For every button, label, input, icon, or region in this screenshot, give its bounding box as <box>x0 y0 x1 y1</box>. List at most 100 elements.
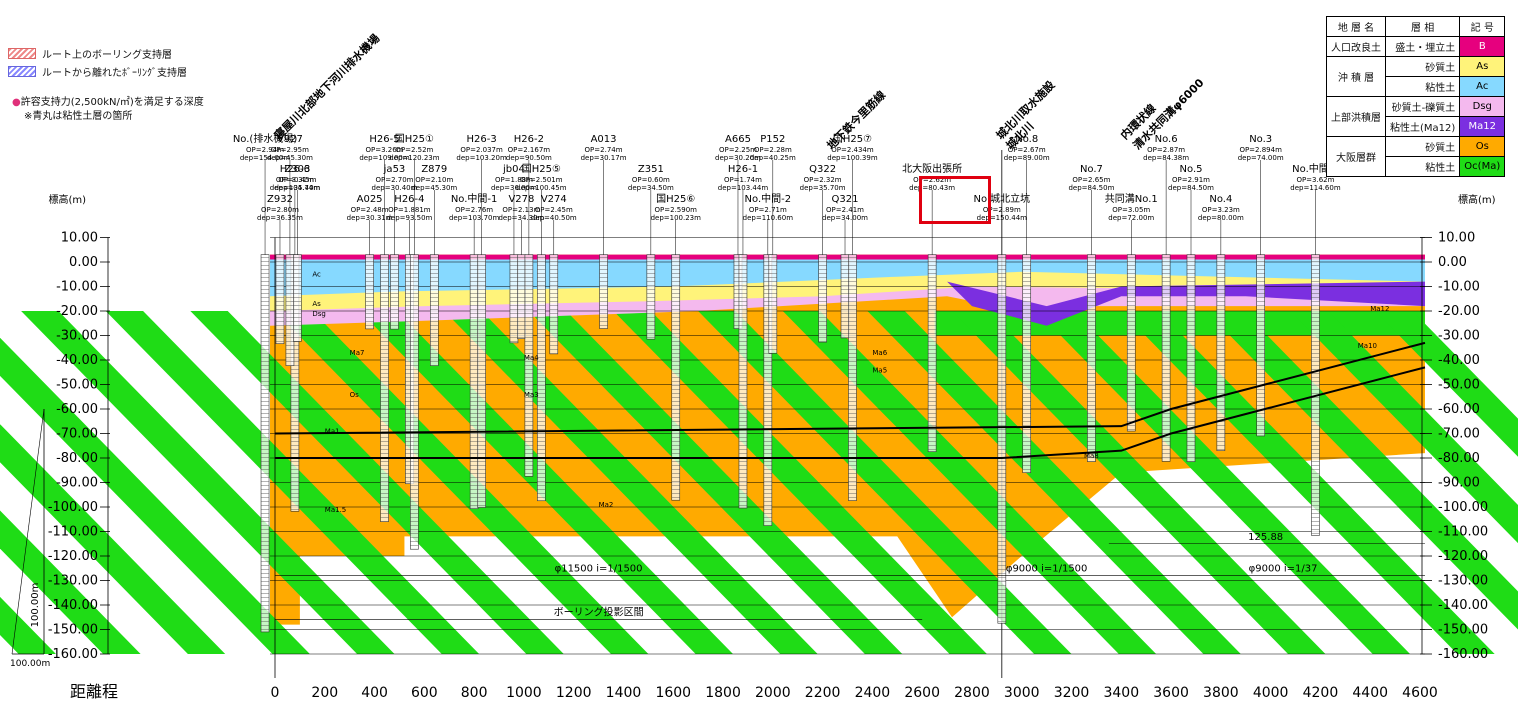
borehole-name: H26-3 <box>466 134 496 145</box>
legend-code: Dsg <box>1459 96 1506 117</box>
borehole-dep: dep=30.20m <box>715 154 761 162</box>
borehole-dep: dep=120.23m <box>389 154 440 162</box>
borehole-name: H26-5 <box>369 134 399 145</box>
y-tick-label-right: -70.00 <box>1438 427 1480 442</box>
legend-header: 層 相 <box>1384 16 1461 37</box>
scale-h-label: 100.00m <box>10 659 50 669</box>
legend-facies: 粘性土 <box>1384 156 1461 177</box>
borehole-op: OP=2.434m <box>831 146 874 154</box>
y-tick-label-left: -130.00 <box>48 574 98 589</box>
borehole-name: V927 <box>277 134 303 145</box>
borehole-dep: dep=35.40m <box>274 184 320 192</box>
borehole-name: jb04 <box>502 164 525 175</box>
borehole-name: 国H25⑤ <box>522 163 561 175</box>
borehole-op: OP=1.88m <box>495 176 533 184</box>
borehole-op: OP=1.881m <box>388 206 431 214</box>
borehole-dep: dep=104.74m <box>270 184 321 192</box>
borehole-op: OP=2.13m <box>502 206 540 214</box>
legend-facies: 盛土・埋立土 <box>1384 36 1461 57</box>
borehole-op: OP=2.87m <box>1147 146 1185 154</box>
y-axis-title-right: 標高(m) <box>1458 193 1496 206</box>
legend-label: ルートから離れたﾎﾞｰﾘﾝｸﾞ支持層 <box>42 67 187 79</box>
borehole-dep: dep=150.44m <box>977 214 1028 222</box>
note-line1: 許容支持力(2,500kN/㎡)を満足する深度 <box>20 97 204 108</box>
stratum-label: Ma3 <box>524 391 539 399</box>
x-tick-label: 2400 <box>855 685 891 701</box>
borehole-dep: dep=84.38m <box>1143 154 1189 162</box>
borehole-name: No.中間-2 <box>745 192 792 205</box>
x-tick-label: 400 <box>361 685 388 701</box>
note-line2: ※青丸は粘性土層の箇所 <box>24 111 133 122</box>
y-tick-label-left: -110.00 <box>48 525 98 540</box>
tunnel-seg3: φ9000 i=1/37 <box>1249 564 1318 575</box>
borehole-name: No.中間-1 <box>451 192 498 205</box>
x-tick-label: 0 <box>271 685 280 701</box>
borehole-op: OP=2.10m <box>415 176 453 184</box>
scale-v-label: 100.00m <box>30 583 41 628</box>
legend-code: B <box>1459 36 1506 57</box>
borehole-dep: dep=45.30m <box>267 154 313 162</box>
x-tick-label: 1600 <box>655 685 691 701</box>
borehole-op: OP=2.590m <box>655 206 698 214</box>
y-tick-label-right: -150.00 <box>1438 623 1488 638</box>
legend-code: Ac <box>1459 76 1506 97</box>
landmark-label: 寝屋川北部地下河川排水機場 <box>271 31 382 142</box>
clay-band <box>0 424 226 654</box>
x-tick-label: 3000 <box>1004 685 1040 701</box>
y-tick-label-right: 10.00 <box>1438 231 1475 246</box>
highlight-box <box>919 176 991 224</box>
borehole-op: OP=2.52m <box>395 146 433 154</box>
borehole-op: OP=2.501m <box>520 176 563 184</box>
y-tick-label-right: -50.00 <box>1438 378 1480 393</box>
borehole-name: H26-4 <box>394 194 424 205</box>
legend-row: 粘性土(Ma12)Ma12 <box>1327 116 1506 137</box>
borehole-name: Z303 <box>284 164 310 175</box>
borehole-op: OP=2.94m <box>246 146 284 154</box>
borehole-dep: dep=74.00m <box>1238 154 1284 162</box>
borehole-name: 国H25⑦ <box>833 133 872 145</box>
boreholes: No.(排水機場)OP=2.94mdep=154.00mH26-6OP=3.31… <box>233 132 1341 633</box>
x-axis-title: 距離程 <box>70 682 118 701</box>
legend-code: Os <box>1459 136 1506 157</box>
tunnel-seg2: φ9000 i=1/1500 <box>1006 564 1088 575</box>
stratum-label: Ma2 <box>599 501 614 509</box>
x-tick-label: 1800 <box>705 685 741 701</box>
y-tick-label-right: -140.00 <box>1438 598 1488 613</box>
borehole-dep: dep=114.60m <box>1290 184 1341 192</box>
y-tick-label-right: -100.00 <box>1438 500 1488 515</box>
borehole-column <box>997 254 1007 624</box>
borehole-dep: dep=90.50m <box>506 154 552 162</box>
borehole-dep: dep=34.30m <box>498 214 544 222</box>
tunnel <box>274 341 1426 576</box>
y-tick-label-right: -10.00 <box>1438 280 1480 295</box>
borehole-column <box>410 254 419 550</box>
clay-band <box>0 337 310 654</box>
borehole-op: OP=2.91m <box>1172 176 1210 184</box>
stratum-label: Ma4 <box>524 354 539 362</box>
y-tick-label-right: -40.00 <box>1438 353 1480 368</box>
y-tick-label-right: -60.00 <box>1438 402 1480 417</box>
borehole-column <box>768 254 778 354</box>
borehole-dep: dep=103.20m <box>456 154 507 162</box>
borehole-column <box>671 254 681 501</box>
legend-code: Oc(Ma) <box>1459 156 1506 177</box>
borehole-op: OP=3.23m <box>1202 206 1240 214</box>
y-tick-label-right: -110.00 <box>1438 525 1488 540</box>
bearing-note: ●許容支持力(2,500kN/㎡)を満足する深度 ※青丸は粘性土層の箇所 <box>12 96 204 124</box>
borehole-op: OP=2.71m <box>749 206 787 214</box>
borehole-name: No.4 <box>1209 194 1232 205</box>
legend-code: Ma12 <box>1459 116 1506 137</box>
borehole-op: OP=2.89m <box>983 206 1021 214</box>
x-tick-label: 200 <box>311 685 338 701</box>
borehole-dep: dep=40.25m <box>750 154 796 162</box>
borehole-dep: dep=100.45m <box>516 184 567 192</box>
borehole-op: OP=2.32m <box>804 176 842 184</box>
x-tick-label: 4200 <box>1303 685 1339 701</box>
